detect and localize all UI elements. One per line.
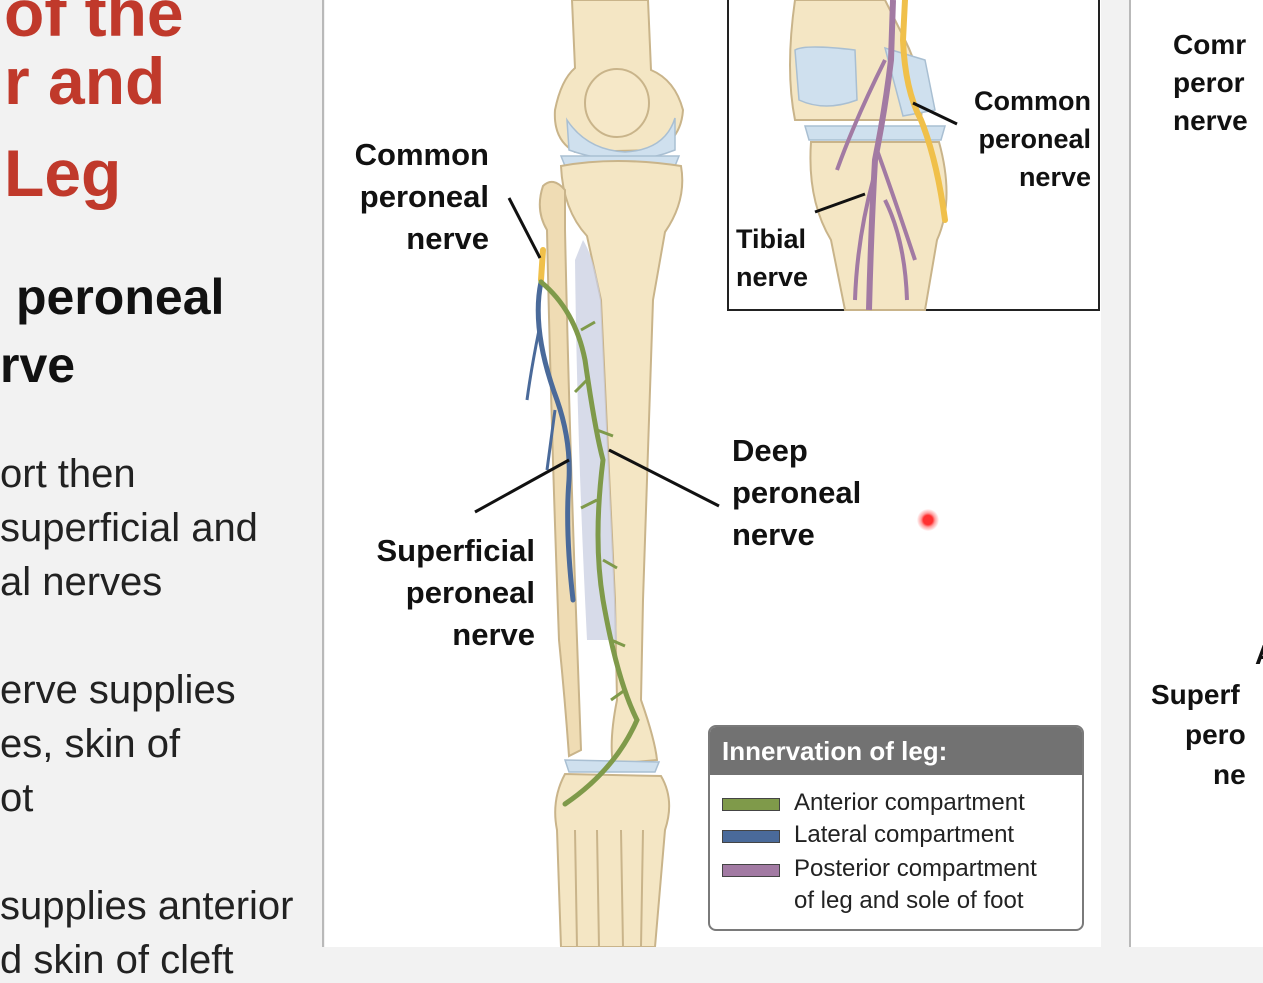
- right-label-superf: Superf: [1151, 676, 1240, 714]
- legend-item-anterior: Anterior compartment: [722, 787, 1025, 819]
- label-line: peroneal: [945, 120, 1091, 158]
- label-line: peroneal: [732, 472, 861, 514]
- legend-label-lateral: Lateral compartment: [794, 819, 1014, 851]
- leg-diagram-panel: Common peroneal nerve Superficial perone…: [325, 0, 1101, 947]
- inset-label-common-peroneal-nerve: Common peroneal nerve: [945, 82, 1091, 196]
- label-line: Comr: [1173, 26, 1248, 64]
- slide-body-line-6: ot: [0, 776, 33, 821]
- label-line: Deep: [732, 430, 861, 472]
- innervation-legend: Innervation of leg: Anterior compartment…: [708, 725, 1084, 931]
- slide-title-line-3: Leg: [4, 138, 121, 208]
- slide-text-panel: of the r and Leg peroneal rve ort then s…: [0, 0, 323, 947]
- legend-item-posterior: Posterior compartment of leg and sole of…: [722, 853, 1037, 917]
- label-line: peroneal: [345, 572, 535, 614]
- label-line: Common: [333, 134, 489, 176]
- legend-item-lateral: Lateral compartment: [722, 819, 1014, 851]
- label-superficial-peroneal-nerve: Superficial peroneal nerve: [345, 530, 535, 656]
- legend-label-anterior: Anterior compartment: [794, 787, 1025, 819]
- slide-heading-line-1: peroneal: [16, 268, 224, 326]
- slide-title-line-2: r and: [4, 46, 165, 116]
- legend-swatch-anterior: [722, 798, 780, 811]
- inset-label-tibial-nerve: Tibial nerve: [736, 220, 808, 296]
- label-line: nerve: [333, 218, 489, 260]
- label-line: nerve: [1173, 102, 1248, 140]
- label-deep-peroneal-nerve: Deep peroneal nerve: [732, 430, 861, 556]
- right-label-top: Comr peror nerve: [1173, 26, 1248, 140]
- slide-body-line-4: erve supplies: [0, 668, 236, 713]
- right-label-ne: ne: [1213, 756, 1246, 794]
- legend-label-posterior: Posterior compartment of leg and sole of…: [794, 853, 1037, 917]
- legend-swatch-lateral: [722, 830, 780, 843]
- panel-divider-left: [322, 0, 324, 947]
- legend-swatch-posterior: [722, 864, 780, 877]
- label-line: nerve: [945, 158, 1091, 196]
- slide-body-line-8: d skin of cleft: [0, 938, 233, 983]
- label-line: nerve: [345, 614, 535, 656]
- slide-body-line-1: ort then: [0, 452, 136, 497]
- label-line: Superficial: [345, 530, 535, 572]
- legend-label-posterior-line-1: Posterior compartment: [794, 853, 1037, 885]
- label-common-peroneal-nerve: Common peroneal nerve: [333, 134, 489, 260]
- label-line: nerve: [732, 514, 861, 556]
- common-peroneal-nerve: [541, 250, 543, 280]
- label-line: Common: [945, 82, 1091, 120]
- label-line: Tibial: [736, 220, 808, 258]
- slide-body-line-7: supplies anterior: [0, 884, 294, 929]
- legend-label-posterior-line-2: of leg and sole of foot: [794, 885, 1037, 917]
- slide-body-line-3: al nerves: [0, 560, 162, 605]
- slide-body-line-2: superficial and: [0, 506, 258, 551]
- leader-common-peroneal: [509, 198, 540, 258]
- patella-bone: [585, 69, 649, 137]
- pointer-cursor-dot: [917, 509, 939, 531]
- slide-title-line-1: of the: [4, 0, 184, 48]
- label-line: peroneal: [333, 176, 489, 218]
- inset-cartilage-1: [795, 47, 857, 106]
- legend-title: Innervation of leg:: [710, 727, 1082, 775]
- right-diagram-panel: Comr peror nerve A Superf pero ne: [1131, 0, 1263, 947]
- label-line: nerve: [736, 258, 808, 296]
- label-line: peror: [1173, 64, 1248, 102]
- right-label-pero: pero: [1185, 716, 1246, 754]
- slide-heading-line-2: rve: [0, 336, 75, 394]
- right-label-a: A: [1255, 636, 1263, 674]
- slide-body-line-5: es, skin of: [0, 722, 180, 767]
